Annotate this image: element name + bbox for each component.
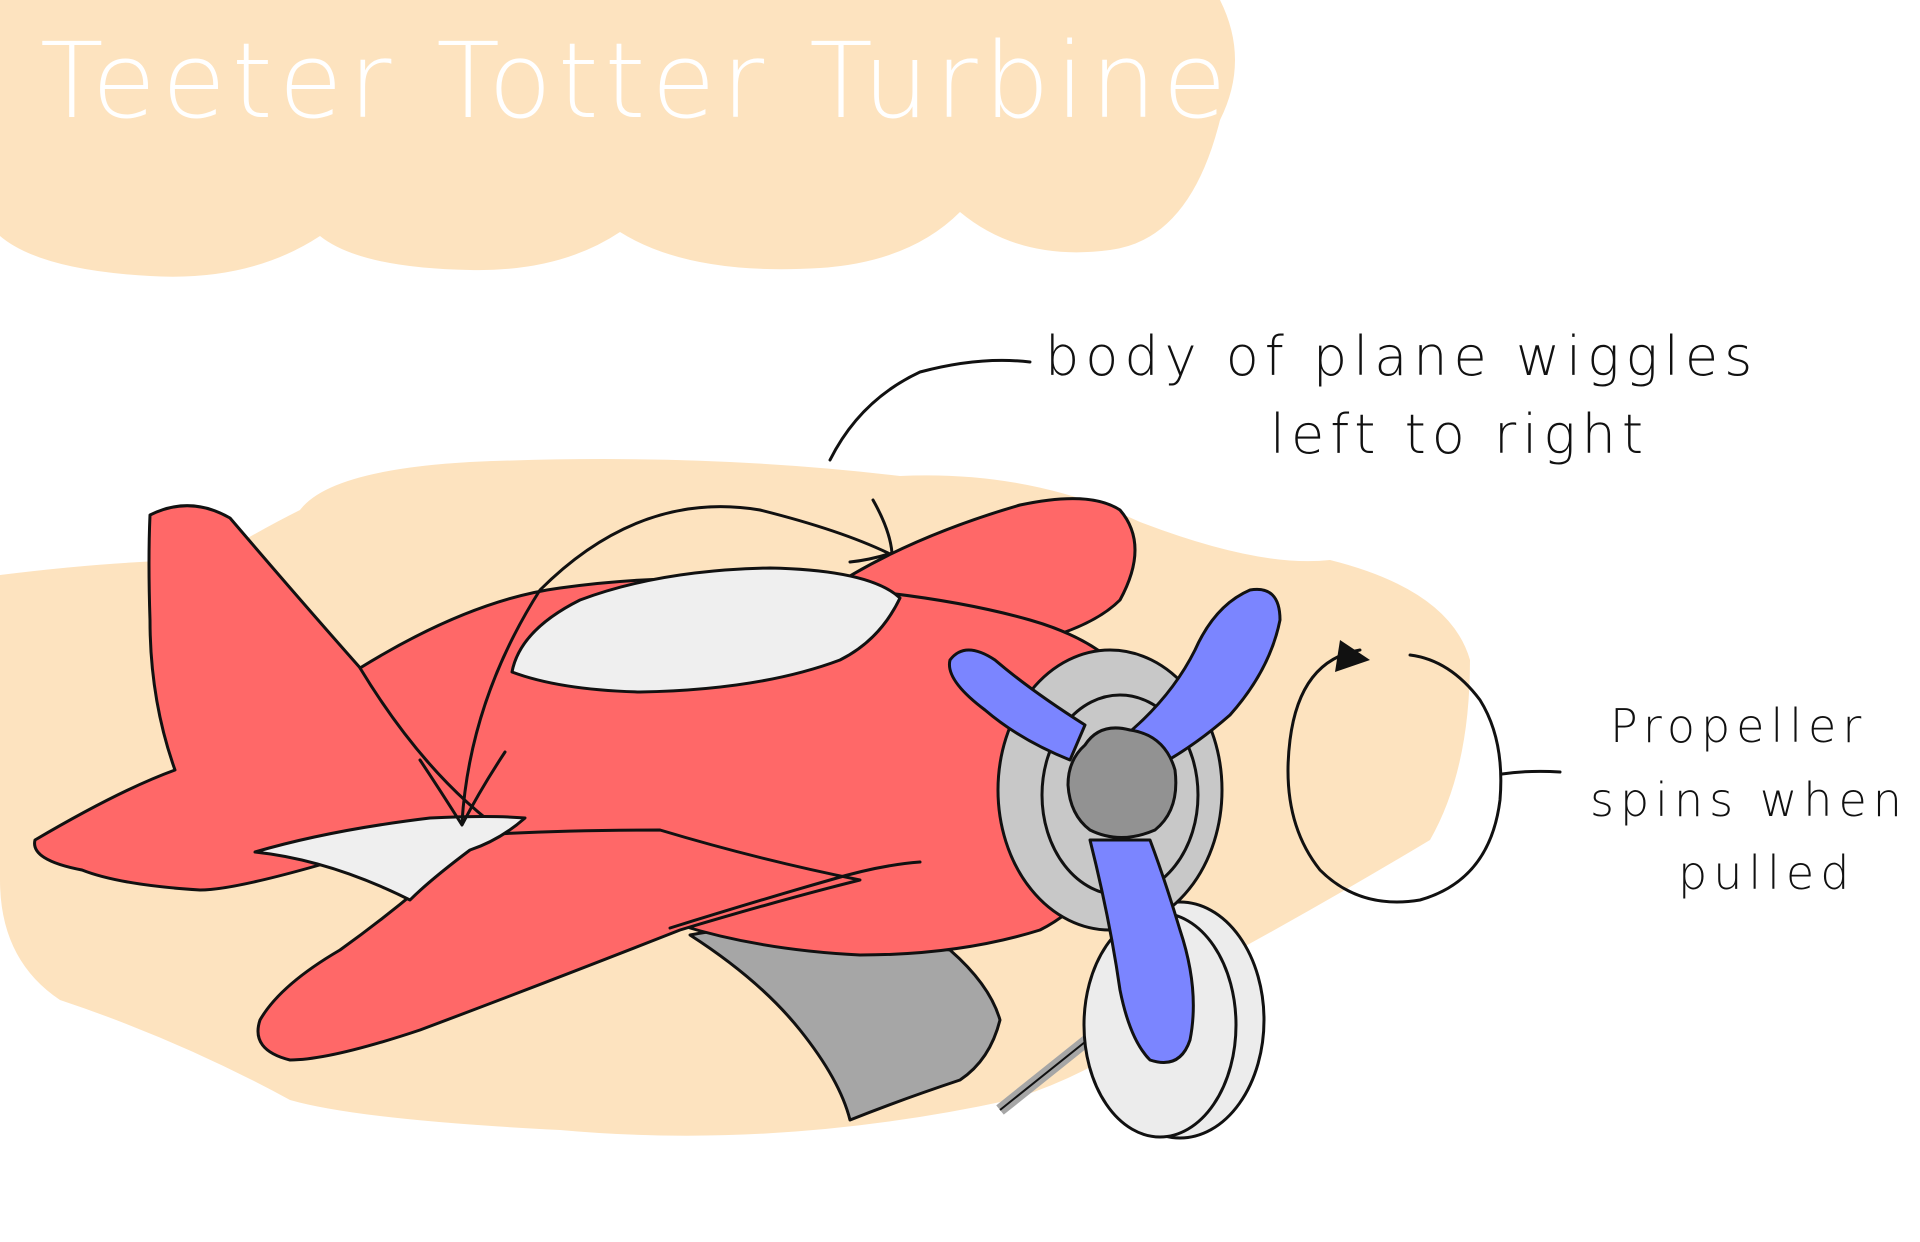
propeller-leader-line bbox=[1500, 769, 1562, 776]
title-cloud bbox=[0, 0, 1235, 277]
body-leader-line bbox=[828, 358, 1032, 462]
propeller-annotation-line3: pulled bbox=[1678, 846, 1856, 901]
page-title: Teeter Totter Turbine bbox=[40, 20, 1233, 142]
rear-wing-highlight bbox=[253, 815, 527, 902]
cockpit-window bbox=[510, 566, 902, 694]
propeller-blade-lower bbox=[1088, 838, 1195, 1064]
wiggle-arrowhead-top bbox=[848, 498, 894, 564]
propeller-blade-upper-left bbox=[947, 648, 1087, 762]
lower-front-wing bbox=[256, 828, 862, 1062]
propeller-blade-upper-right bbox=[1118, 587, 1282, 772]
spin-arrowhead bbox=[1335, 640, 1370, 672]
body-annotation: body of plane wiggles left to right bbox=[1045, 318, 1758, 475]
propeller-hub bbox=[1066, 726, 1178, 839]
propeller-annotation: Propeller spins when pulled bbox=[1590, 690, 1908, 911]
propeller-annotation-line2: spins when bbox=[1590, 772, 1908, 827]
wiggle-arrowhead-bottom bbox=[418, 750, 507, 827]
body-seam bbox=[668, 860, 922, 930]
body-annotation-line1: body of plane wiggles bbox=[1045, 325, 1759, 388]
body-annotation-line2: left to right bbox=[1270, 403, 1650, 467]
tail-fin bbox=[33, 504, 562, 892]
spin-circle bbox=[1286, 648, 1503, 904]
wiggle-arrow-curve bbox=[460, 505, 890, 824]
propeller-annotation-line1: Propeller bbox=[1610, 699, 1868, 753]
